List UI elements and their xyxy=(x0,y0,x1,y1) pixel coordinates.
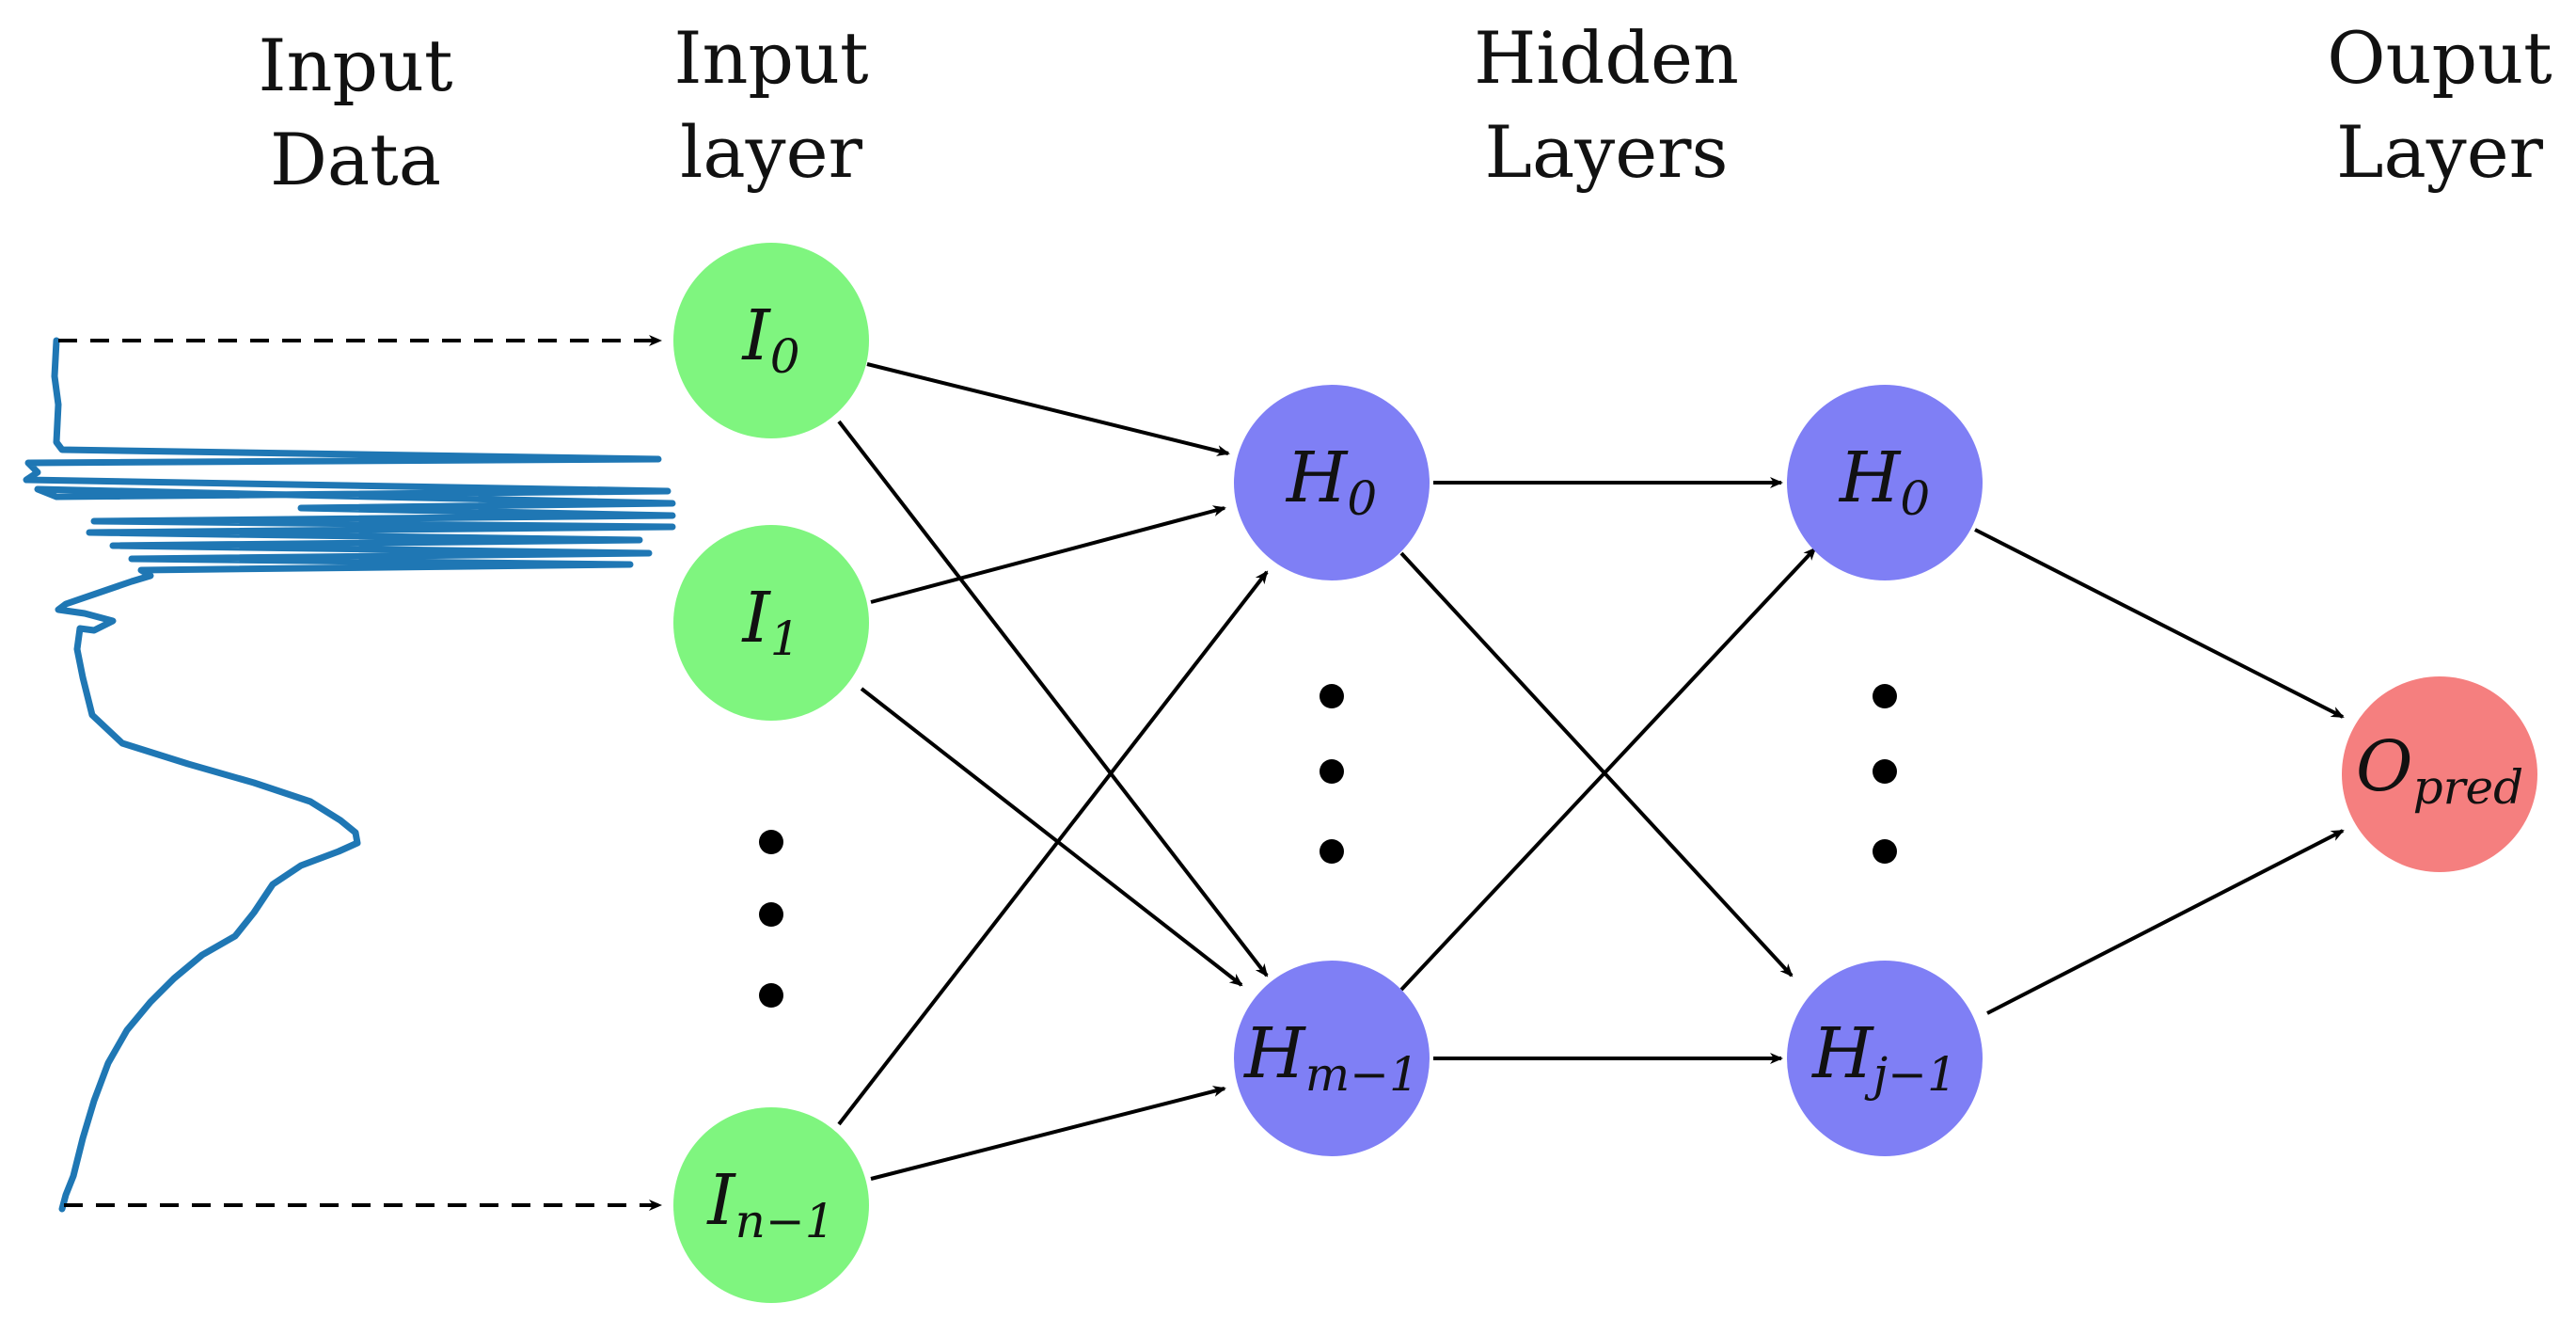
vertical-ellipsis-icon xyxy=(1320,684,1344,864)
input-node-0-circle xyxy=(673,243,869,438)
edge-h1a-h2b xyxy=(1399,551,1794,977)
output-node-circle xyxy=(2342,676,2537,872)
hidden2-node-0-circle xyxy=(1787,385,1983,580)
edge-i0-h1b xyxy=(837,420,1269,977)
input-node-0: I0 xyxy=(673,243,869,438)
input-node-1: I1 xyxy=(673,525,869,721)
hidden1-node-last: Hm−1 xyxy=(1234,961,1430,1156)
heading-input-layer-line2: layer xyxy=(680,110,863,194)
input-node-last-label: In−1 xyxy=(705,1160,834,1248)
input-node-0-label: I0 xyxy=(740,295,799,384)
hidden1-node-0-circle xyxy=(1234,385,1430,580)
edge-h1b-h2a xyxy=(1399,547,1817,992)
spectrum-plot-icon xyxy=(23,337,676,1213)
edge-in-h1b xyxy=(870,1086,1226,1181)
hidden1-node-0: H0 xyxy=(1234,385,1430,580)
heading-output-layer-line1: Ouput xyxy=(2327,16,2552,100)
hidden1-node-last-circle xyxy=(1234,961,1430,1156)
hidden2-node-last-label: Hj−1 xyxy=(1810,1013,1957,1102)
edge-h2a-out xyxy=(1974,528,2345,719)
input-node-last: In−1 xyxy=(673,1107,869,1303)
edge-i1-h1b xyxy=(860,687,1243,987)
hidden2-node-last: Hj−1 xyxy=(1787,961,1983,1156)
heading-input-layer-line1: Input xyxy=(673,16,868,100)
hidden2-node-last-circle xyxy=(1787,961,1983,1156)
hidden2-node-0: H0 xyxy=(1787,385,1983,580)
heading-input-data-line2: Data xyxy=(270,118,441,201)
hidden1-node-0-label: H0 xyxy=(1285,437,1377,526)
heading-hidden-layers-line1: Hidden xyxy=(1474,16,1739,100)
heading-hidden-layers-line2: Layers xyxy=(1484,110,1728,194)
hidden1-node-last-label: Hm−1 xyxy=(1242,1013,1419,1102)
input-node-last-circle xyxy=(673,1107,869,1303)
edge-i1-h1a xyxy=(870,505,1226,604)
edge-h2b-out xyxy=(1986,829,2345,1015)
edge-i0-h1a xyxy=(866,362,1230,456)
vertical-ellipsis-icon xyxy=(1873,684,1897,864)
vertical-ellipsis-icon xyxy=(759,830,783,1008)
heading-output-layer-line2: Layer xyxy=(2336,110,2544,194)
input-node-1-circle xyxy=(673,525,869,721)
hidden2-node-0-label: H0 xyxy=(1838,437,1930,526)
input-node-1-label: I1 xyxy=(740,578,799,666)
output-node-label: Opred xyxy=(2356,726,2523,815)
heading-input-data-line1: Input xyxy=(258,24,452,107)
edge-in-h1a xyxy=(837,570,1269,1126)
output-node: Opred xyxy=(2342,676,2537,872)
